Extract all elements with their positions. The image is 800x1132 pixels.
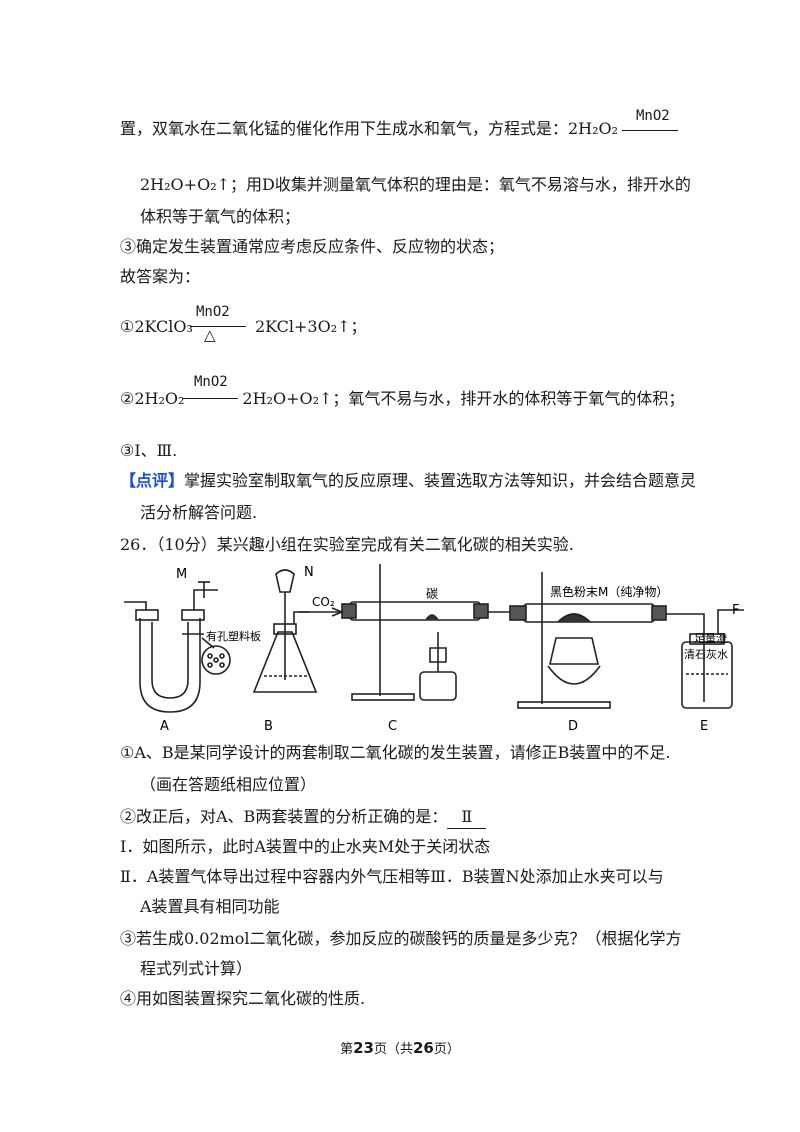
answer-2: ②2H₂O₂ 2H₂O+O₂↑；氧气不易与水，排开水的体积等于氧气的体积； bbox=[120, 388, 684, 410]
text-line-4: ③确定发生装置通常应考虑反应条件、反应物的状态； bbox=[120, 237, 505, 256]
label-c: C bbox=[388, 719, 397, 734]
combustion-tube-c bbox=[349, 601, 481, 621]
apparatus-figure: M N CO₂ 有孔塑料板 碳 黑色粉末M（纯净物） 足量澄 清石灰水 F A … bbox=[124, 564, 744, 734]
bottle-e bbox=[681, 641, 733, 709]
subq-2-text: ②改正后，对A、B两套装置的分析正确的是： bbox=[120, 807, 448, 826]
catalyst-label-1: MnO2 bbox=[636, 108, 670, 124]
heat-condition: △ bbox=[204, 326, 216, 344]
comment-line-2: 活分析解答问题. bbox=[140, 503, 258, 522]
reaction-arrow-2 bbox=[190, 326, 246, 327]
catalyst-label-3: MnO2 bbox=[194, 374, 228, 390]
answer-3: ③Ⅰ、Ⅲ. bbox=[120, 441, 178, 460]
comment-tag: 【点评】 bbox=[120, 471, 185, 490]
label-perforated-plate: 有孔塑料板 bbox=[206, 629, 261, 643]
reaction-arrow-1 bbox=[622, 130, 678, 131]
label-b: B bbox=[264, 719, 273, 734]
label-n: N bbox=[304, 565, 314, 580]
catalyst-label-2: MnO2 bbox=[196, 304, 230, 320]
text-line-1: 置，双氧水在二氧化锰的催化作用下生成水和氧气，方程式是：2H₂O₂ bbox=[120, 118, 618, 140]
subq-2-answer: Ⅱ bbox=[447, 806, 487, 829]
text-line-1-content: 置，双氧水在二氧化锰的催化作用下生成水和氧气，方程式是：2H₂O₂ bbox=[120, 119, 619, 138]
answer-2-right: 2H₂O+O₂↑；氧气不易与水，排开水的体积等于氧气的体积； bbox=[242, 389, 685, 408]
page-footer: 第23页（共26页） bbox=[340, 1039, 460, 1057]
text-line-5: 故答案为： bbox=[120, 267, 201, 286]
option-2: Ⅱ．A装置气体导出过程中容器内外气压相等Ⅲ．B装置N处添加止水夹可以与 bbox=[120, 867, 664, 886]
label-limewater-1: 足量澄 bbox=[694, 631, 727, 645]
flask-b bbox=[252, 631, 318, 693]
text-line-3: 体积等于氧气的体积； bbox=[140, 207, 301, 226]
answer-2-left: ②2H₂O₂ bbox=[120, 389, 185, 408]
lamp-c bbox=[419, 671, 457, 701]
label-d: D bbox=[568, 719, 578, 734]
reaction-arrow-3 bbox=[182, 398, 238, 399]
funnel-b bbox=[275, 569, 295, 593]
answer-1: ①2KClO₃ 2KCl+3O₂↑； bbox=[120, 316, 367, 338]
label-m: M bbox=[176, 567, 187, 582]
answer-1-left: ①2KClO₃ bbox=[120, 317, 193, 336]
subq-3a: ③若生成0.02mol二氧化碳，参加反应的碳酸钙的质量是多少克？（根据化学方 bbox=[120, 929, 682, 948]
page-number: 23 bbox=[353, 1039, 374, 1057]
reaction-tube-d bbox=[523, 603, 655, 623]
label-co2: CO₂ bbox=[312, 595, 335, 609]
label-black-powder: 黑色粉末M（纯净物） bbox=[550, 585, 668, 599]
label-limewater-2: 清石灰水 bbox=[684, 647, 728, 661]
subq-4: ④用如图装置探究二氧化碳的性质. bbox=[120, 989, 366, 1008]
option-1: Ⅰ．如图所示，此时A装置中的止水夹M处于关闭状态 bbox=[120, 837, 491, 856]
page-total: 26 bbox=[413, 1039, 434, 1057]
comment-line-1: 【点评】掌握实验室制取氧气的反应原理、装置选取方法等知识，并会结合题意灵 bbox=[120, 470, 696, 492]
answer-1-right: 2KCl+3O₂↑； bbox=[254, 317, 367, 336]
subq-1b: （画在答题纸相应位置） bbox=[140, 775, 317, 794]
subq-3b: 程式列式计算） bbox=[140, 959, 253, 978]
comment-text: 掌握实验室制取氧气的反应原理、装置选取方法等知识，并会结合题意灵 bbox=[184, 471, 697, 490]
label-a: A bbox=[160, 719, 169, 734]
option-2b: A装置具有相同功能 bbox=[140, 897, 280, 916]
question-26-title: 26．（10分）某兴趣小组在实验室完成有关二氧化碳的相关实验. bbox=[120, 535, 574, 554]
label-f: F bbox=[732, 603, 739, 618]
subq-2: ②改正后，对A、B两套装置的分析正确的是：Ⅱ bbox=[120, 806, 487, 829]
label-carbon: 碳 bbox=[426, 587, 438, 601]
label-e: E bbox=[700, 719, 708, 734]
subq-1a: ①A、B是某同学设计的两套制取二氧化碳的发生装置，请修正B装置中的不足. bbox=[120, 743, 671, 762]
u-tube-a bbox=[139, 618, 201, 713]
outlet-tube-a bbox=[193, 589, 218, 610]
text-line-2: 2H₂O+O₂↑；用D收集并测量氧气体积的理由是：氧气不易溶与水，排开水的 bbox=[140, 175, 691, 194]
